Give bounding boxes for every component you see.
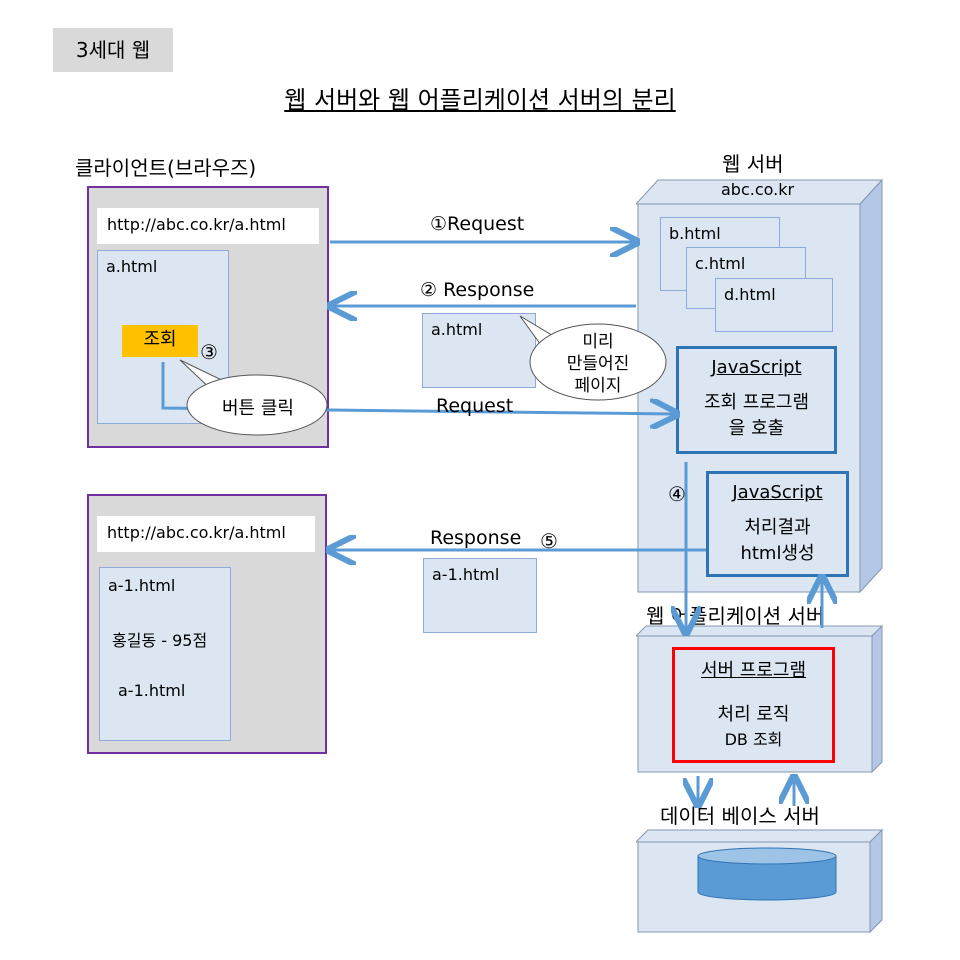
web-server-label: 웹 서버	[722, 152, 784, 176]
diagram-title: 웹 서버와 웹 어플리케이션 서버의 분리	[284, 86, 676, 114]
program-line-1: 처리 로직	[717, 704, 790, 725]
premade-bubble-text: 미리 만들어진 페이지	[548, 331, 648, 397]
javascript-render-box: JavaScript 처리결과 html생성	[706, 471, 849, 577]
response-page-a-name: a.html	[431, 320, 483, 339]
step4-marker: ④	[668, 482, 686, 506]
db-server-box	[636, 828, 884, 934]
program-title: 서버 프로그램	[700, 660, 807, 681]
file-c-name: c.html	[695, 254, 746, 273]
response-page-a1: a-1.html	[423, 558, 537, 633]
click-bubble	[186, 374, 328, 436]
step3-marker: ③	[200, 340, 218, 364]
client-label: 클라이언트(브라우즈)	[75, 156, 257, 180]
request1-label: ①Request	[430, 213, 525, 235]
page-a1-line-2: 홍길동 - 95점	[112, 631, 208, 650]
generation-tag: 3세대 웹	[53, 28, 173, 72]
javascript-call-box: JavaScript 조회 프로그램 을 호출	[676, 346, 837, 454]
response-page-a1-name: a-1.html	[432, 565, 500, 584]
web-server-host: abc.co.kr	[721, 180, 795, 199]
click-bubble-text: 버튼 클릭	[222, 398, 294, 419]
response5-label: Response	[430, 527, 522, 549]
js1-title: JavaScript	[711, 357, 802, 378]
url-bar-top[interactable]: http://abc.co.kr/a.html	[97, 208, 319, 244]
premade-bubble	[529, 323, 667, 401]
premade-line-1: 미리	[582, 332, 614, 352]
js1-line-2: 을 호출	[728, 418, 785, 439]
url-bar-bottom[interactable]: http://abc.co.kr/a.html	[97, 516, 315, 552]
js2-title: JavaScript	[732, 482, 823, 503]
js1-line-1: 조회 프로그램	[703, 392, 810, 413]
page-a1: a-1.html 홍길동 - 95점 a-1.html	[99, 567, 231, 741]
database-cylinder-icon	[697, 847, 837, 901]
query-button[interactable]: 조회	[122, 325, 198, 357]
response-page-a: a.html	[422, 313, 536, 388]
file-d-name: d.html	[724, 285, 776, 304]
server-program-box: 서버 프로그램 처리 로직 DB 조회	[672, 647, 835, 763]
program-line-2: DB 조회	[724, 730, 783, 749]
js2-line-1: 처리결과	[744, 517, 811, 538]
db-label: 데이터 베이스 서버	[660, 804, 820, 828]
page-a1-line-1: a-1.html	[108, 576, 176, 595]
premade-line-3: 페이지	[574, 376, 622, 396]
request-label: Request	[436, 395, 514, 417]
page-a1-line-3: a-1.html	[118, 681, 186, 700]
premade-line-2: 만들어진	[566, 354, 630, 374]
page-a-name: a.html	[106, 257, 158, 276]
step5-marker: ⑤	[540, 529, 558, 553]
file-b-name: b.html	[669, 224, 721, 243]
response2-label: ② Response	[420, 279, 535, 301]
js2-line-2: html생성	[740, 543, 815, 564]
file-d: d.html	[715, 278, 833, 332]
